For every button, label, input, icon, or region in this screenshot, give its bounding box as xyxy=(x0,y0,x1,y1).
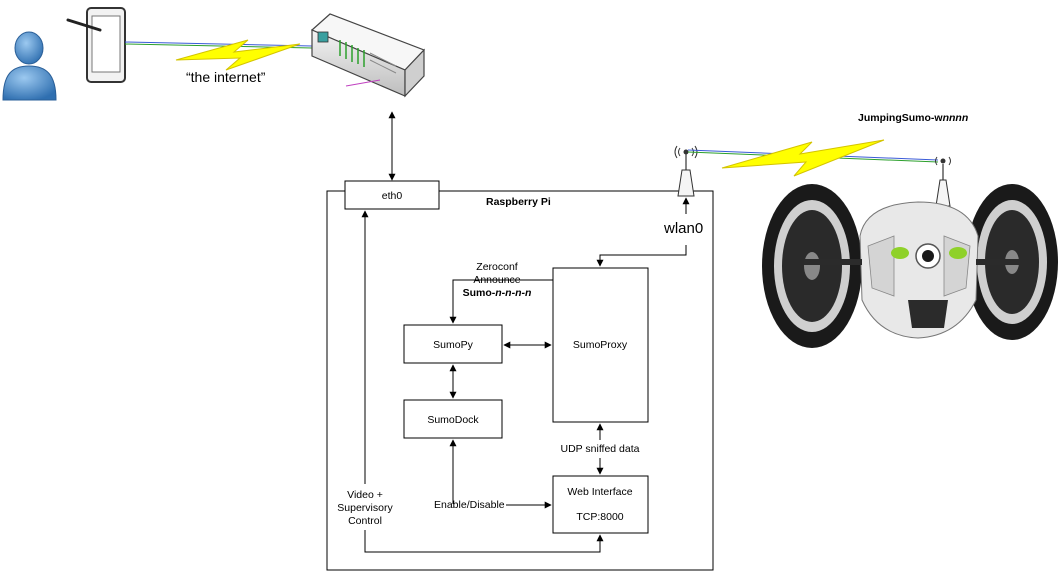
user-icon xyxy=(2,31,57,101)
router-icon xyxy=(310,13,426,98)
antenna-icon xyxy=(674,145,698,197)
tablet-icon xyxy=(66,7,126,83)
lightning-bolt-internet xyxy=(175,39,301,71)
raspberry-pi-box xyxy=(326,190,714,571)
lightning-bolt-wifi xyxy=(721,139,885,177)
sumoproxy-label: SumoProxy xyxy=(573,339,628,351)
sumo-service-prefix: Sumo- xyxy=(463,287,496,299)
web-interface-box: Web Interface TCP:8000 xyxy=(552,475,649,534)
robot-name-prefix: JumpingSumo-w xyxy=(858,112,943,124)
robot-name-label: JumpingSumo-wnnnn xyxy=(858,112,968,124)
robot-icon xyxy=(762,156,1058,348)
sumo-service-label: Sumo-n-n-n-n xyxy=(463,287,532,299)
sumopy-box: SumoPy xyxy=(403,324,503,364)
video-label: Video + xyxy=(347,489,383,501)
eth0-label: eth0 xyxy=(382,190,403,202)
control-label: Control xyxy=(348,515,382,527)
sumopy-label: SumoPy xyxy=(433,339,473,351)
sumodock-box: SumoDock xyxy=(403,399,503,439)
internet-label: “the internet” xyxy=(186,69,266,85)
sumo-service-italic: n-n-n-n xyxy=(495,287,531,299)
enable-disable-label: Enable/Disable xyxy=(434,499,505,511)
raspberry-pi-label: Raspberry Pi xyxy=(486,196,551,208)
supervisory-label: Supervisory xyxy=(337,502,393,514)
wlan0-label: wlan0 xyxy=(663,220,703,237)
udp-sniffed-label: UDP sniffed data xyxy=(561,443,640,455)
sumodock-label: SumoDock xyxy=(427,414,479,426)
robot-name-italic: nnnn xyxy=(943,112,969,124)
web-interface-label: Web Interface xyxy=(567,486,632,498)
eth0-box: eth0 xyxy=(344,180,440,210)
sumoproxy-box: SumoProxy xyxy=(552,267,649,423)
web-interface-port-label: TCP:8000 xyxy=(576,511,623,523)
zeroconf-label: Zeroconf xyxy=(476,261,518,273)
